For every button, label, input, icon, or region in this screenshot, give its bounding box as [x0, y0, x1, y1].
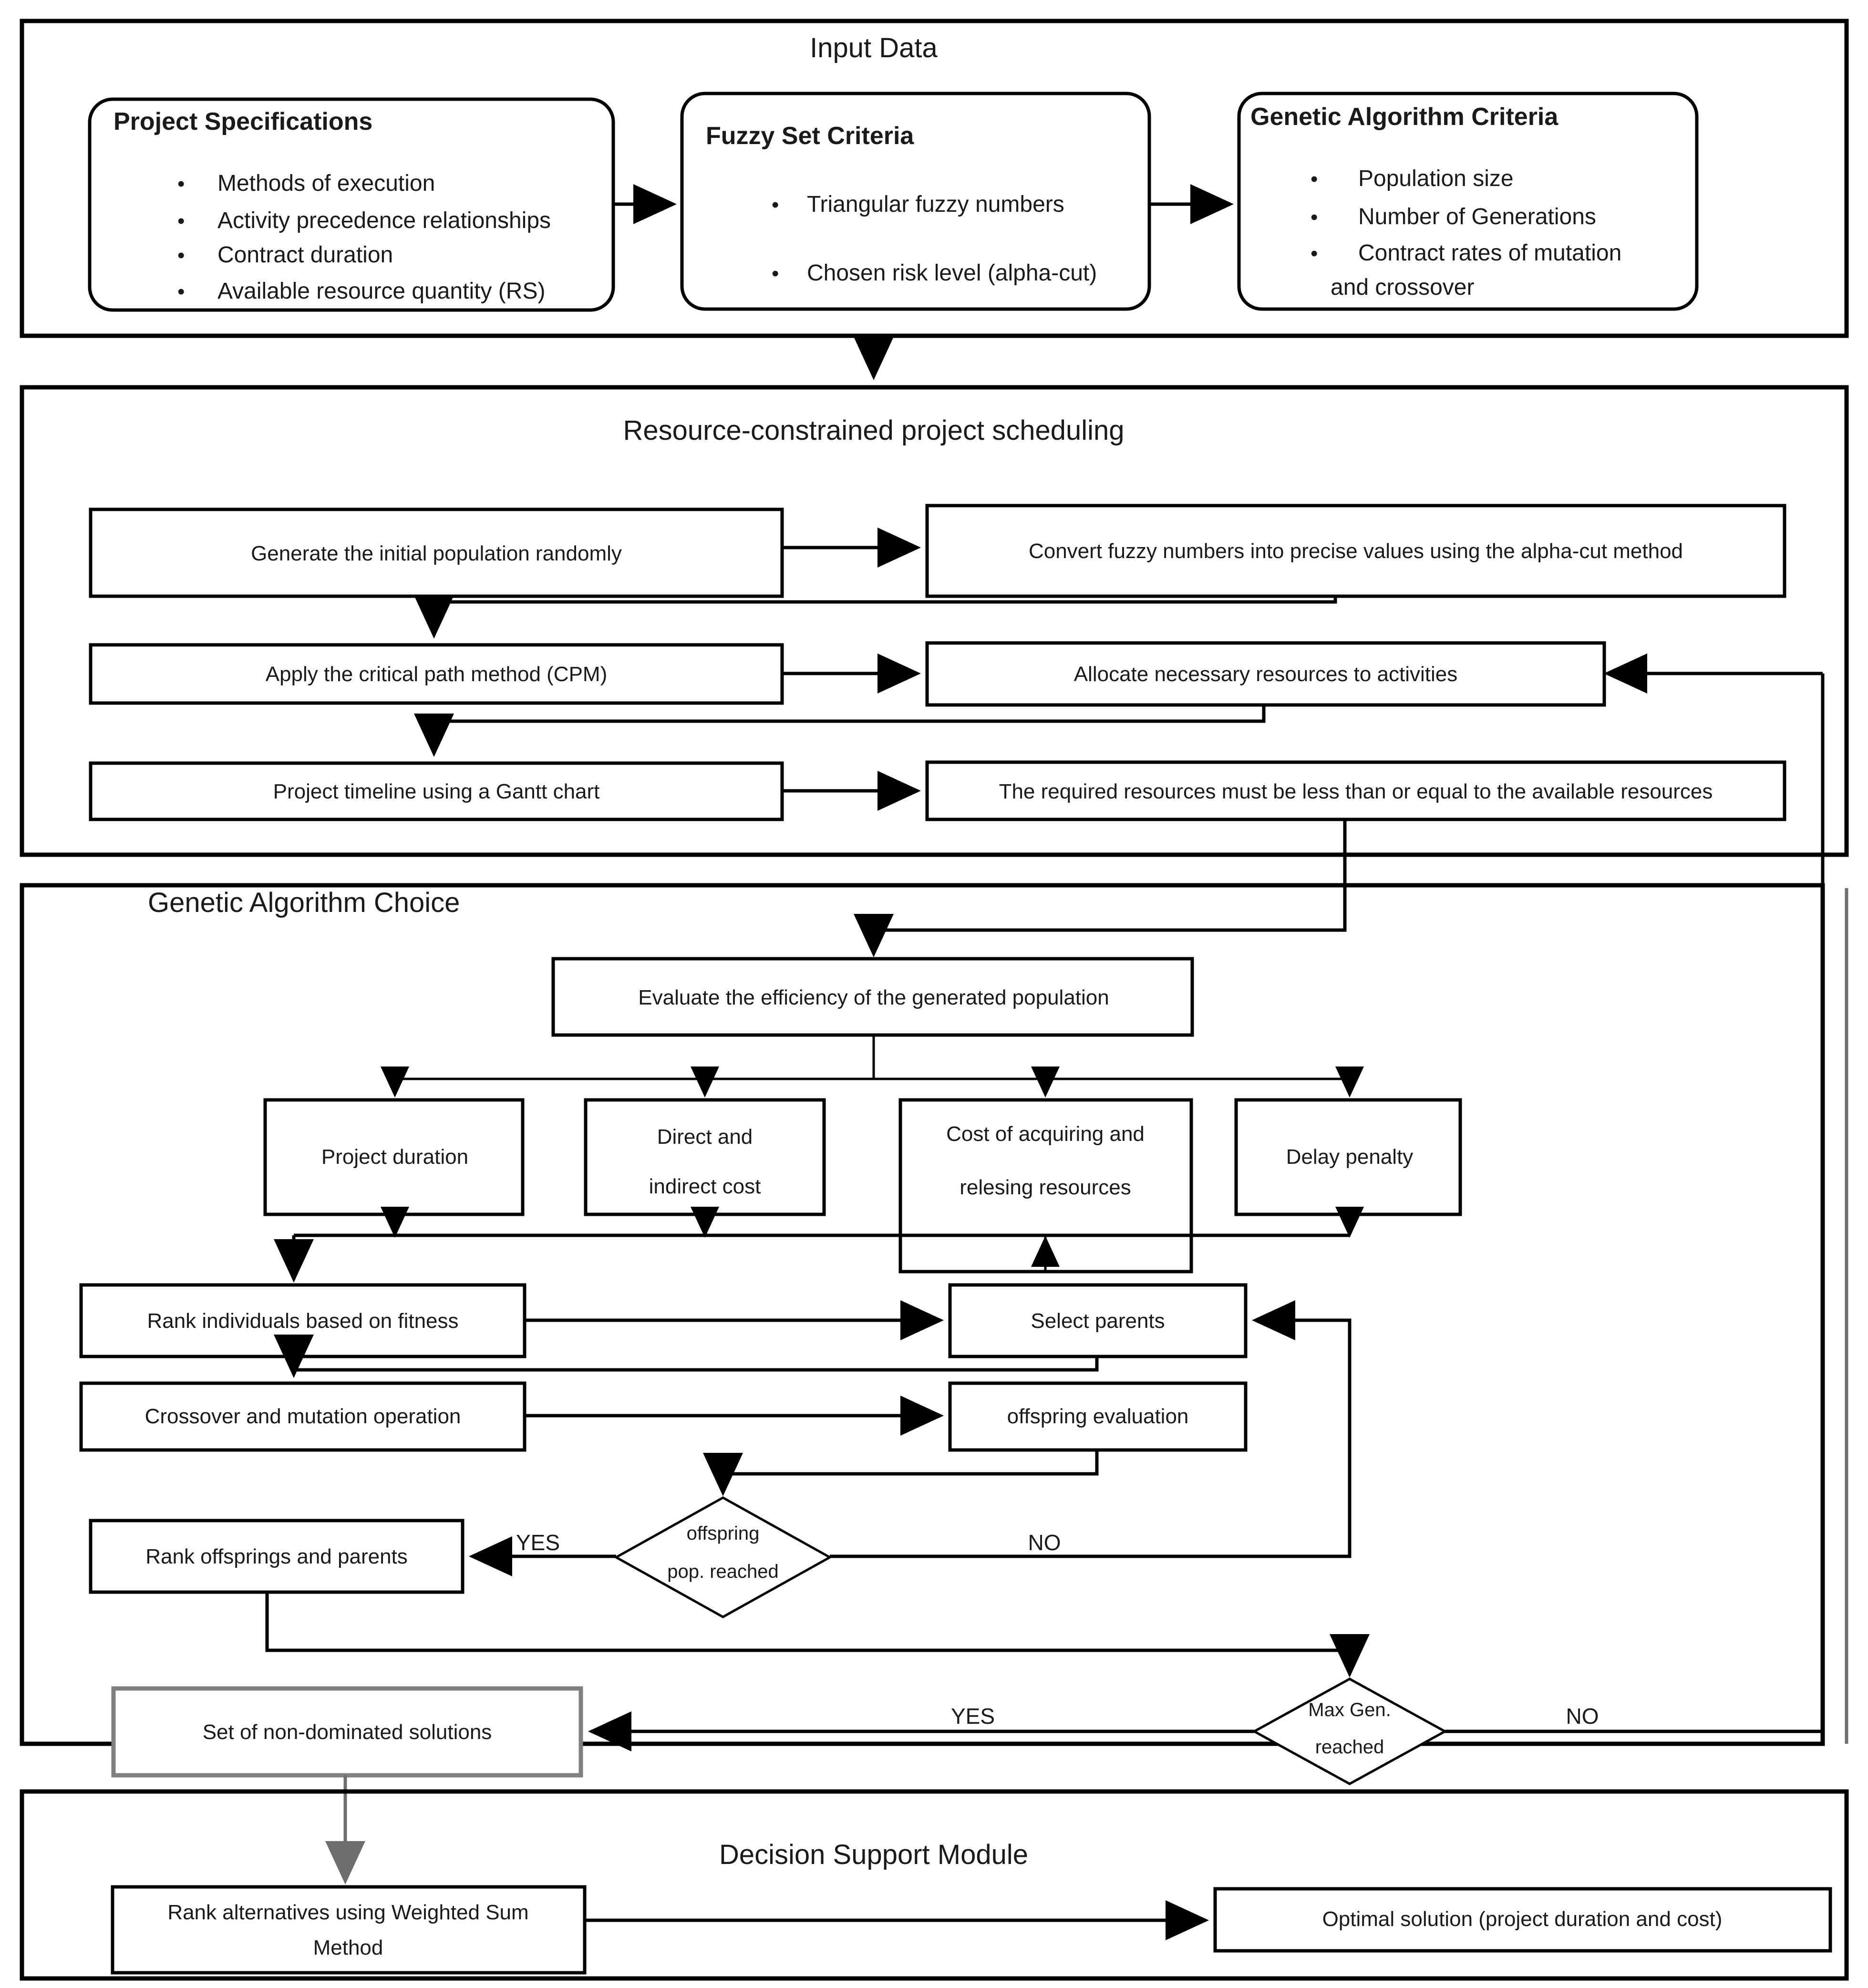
bullet-label: Contract duration [217, 242, 393, 268]
box-convert-fuzzy-numbers[interactable] [925, 504, 1786, 598]
label-resource-constraint: The required resources must be less than… [999, 780, 1713, 803]
decision-max-gen-reached[interactable] [1251, 1677, 1448, 1785]
arrow-rank-offsprings-to-maxgen [265, 1592, 1370, 1677]
bullet-label: Chosen risk level (alpha-cut) [807, 260, 1097, 286]
box-crossover-mutation[interactable] [79, 1381, 526, 1452]
section-decision-support [20, 1789, 1849, 1981]
bullet-icon: • [772, 262, 779, 285]
bullet-icon: • [177, 209, 185, 233]
label-select-parents: Select parents [1031, 1309, 1165, 1333]
label-set-non-dominated-solutions: Set of non-dominated solutions [203, 1720, 492, 1744]
box-generate-initial-population[interactable] [89, 507, 784, 598]
arrow-offspring-eval-to-decision [703, 1450, 1099, 1496]
edge-label-yes-offspring: YES [516, 1530, 560, 1555]
box-set-non-dominated-solutions[interactable] [111, 1686, 583, 1778]
edge-label-yes-maxgen: YES [951, 1704, 995, 1729]
card-header-genetic-algorithm-criteria: Genetic Algorithm Criteria [1250, 103, 1558, 131]
arrow-allocate-to-gantt [414, 705, 1266, 757]
arrow-select-to-crossover [274, 1335, 1099, 1378]
label-evaluate-efficiency: Evaluate the efficiency of the generated… [638, 986, 1109, 1009]
arrow-no-back-to-select-parents [830, 1300, 1352, 1558]
bullet-icon: • [177, 244, 185, 267]
box-allocate-resources[interactable] [925, 641, 1606, 707]
bullet-icon: • [1311, 167, 1318, 191]
bullet-label-continuation: and crossover [1331, 275, 1474, 300]
label-max-gen-line1: Max Gen. [1308, 1699, 1391, 1720]
arrow-convert-to-cpm [414, 595, 1337, 639]
arrow-constraint-to-evaluate [854, 819, 1347, 957]
label-offspring-pop-line2: pop. reached [667, 1561, 779, 1582]
label-generate-initial-population: Generate the initial population randomly [251, 542, 622, 565]
label-max-gen-line2: reached [1315, 1737, 1384, 1758]
label-delay-penalty: Delay penalty [1286, 1145, 1414, 1169]
box-apply-cpm[interactable] [89, 643, 784, 705]
card-header-fuzzy-set-criteria: Fuzzy Set Criteria [706, 122, 914, 150]
label-direct-indirect-cost-line1: Direct and [657, 1125, 753, 1149]
label-cost-acquiring-line2: relesing resources [960, 1176, 1131, 1199]
section-title-scheduling: Resource-constrained project scheduling [623, 415, 1124, 446]
bullet-label: Number of Generations [1358, 204, 1596, 229]
box-rank-alternatives-wsm[interactable] [111, 1885, 587, 1975]
bullet-label: Population size [1358, 166, 1514, 191]
label-rank-alternatives-line2: Method [313, 1936, 383, 1959]
label-optimal-solution: Optimal solution (project duration and c… [1322, 1907, 1723, 1931]
edge-label-no-maxgen: NO [1566, 1704, 1599, 1729]
bullet-label: Available resource quantity (RS) [217, 279, 545, 304]
section-input-data [20, 19, 1849, 338]
box-evaluate-efficiency[interactable] [551, 957, 1194, 1037]
label-apply-cpm: Apply the critical path method (CPM) [266, 663, 608, 686]
section-title-input-data: Input Data [810, 32, 938, 63]
decision-offspring-pop-reached[interactable] [613, 1496, 833, 1618]
bullet-label: Triangular fuzzy numbers [807, 192, 1064, 217]
section-title-decision-support: Decision Support Module [719, 1839, 1028, 1870]
box-delay-penalty[interactable] [1234, 1098, 1462, 1216]
bullet-icon: • [1311, 206, 1318, 229]
edge-label-no-offspring: NO [1028, 1530, 1061, 1555]
bullet-label: Methods of execution [217, 171, 435, 196]
label-gantt-chart: Project timeline using a Gantt chart [273, 780, 600, 803]
bullet-icon: • [1311, 242, 1318, 265]
label-offspring-evaluation: offspring evaluation [1007, 1405, 1189, 1428]
bullet-icon: • [177, 280, 185, 303]
bullet-label: Contract rates of mutation [1358, 240, 1621, 266]
bullet-label: Activity precedence relationships [217, 208, 551, 233]
card-genetic-algorithm-criteria[interactable] [1237, 92, 1699, 311]
card-project-specifications[interactable] [88, 97, 615, 312]
label-offspring-pop-line1: offspring [687, 1523, 760, 1544]
box-project-duration[interactable] [263, 1098, 525, 1216]
label-rank-individuals: Rank individuals based on fitness [147, 1309, 458, 1333]
label-project-duration: Project duration [321, 1145, 468, 1169]
box-rank-offsprings-parents[interactable] [89, 1519, 464, 1594]
card-header-project-specifications: Project Specifications [114, 108, 372, 135]
section-title-genetic-algorithm: Genetic Algorithm Choice [148, 887, 460, 918]
box-optimal-solution[interactable] [1213, 1887, 1832, 1953]
box-select-parents[interactable] [948, 1283, 1248, 1358]
label-allocate-resources: Allocate necessary resources to activiti… [1074, 663, 1458, 686]
box-gantt-chart[interactable] [89, 761, 784, 821]
label-rank-alternatives-line1: Rank alternatives using Weighted Sum [167, 1901, 528, 1924]
label-rank-offsprings-parents: Rank offsprings and parents [145, 1545, 408, 1568]
bullet-icon: • [772, 193, 779, 217]
box-resource-constraint[interactable] [925, 760, 1786, 821]
label-convert-fuzzy-numbers: Convert fuzzy numbers into precise value… [1029, 539, 1683, 563]
box-offspring-evaluation[interactable] [948, 1381, 1248, 1452]
label-crossover-mutation: Crossover and mutation operation [145, 1405, 461, 1428]
label-direct-indirect-cost-line2: indirect cost [649, 1175, 761, 1198]
bullet-icon: • [177, 172, 185, 196]
label-cost-acquiring-line1: Cost of acquiring and [946, 1122, 1145, 1146]
card-fuzzy-set-criteria[interactable] [680, 92, 1151, 311]
section-scheduling [20, 385, 1849, 857]
box-direct-indirect-cost[interactable] [584, 1098, 826, 1216]
